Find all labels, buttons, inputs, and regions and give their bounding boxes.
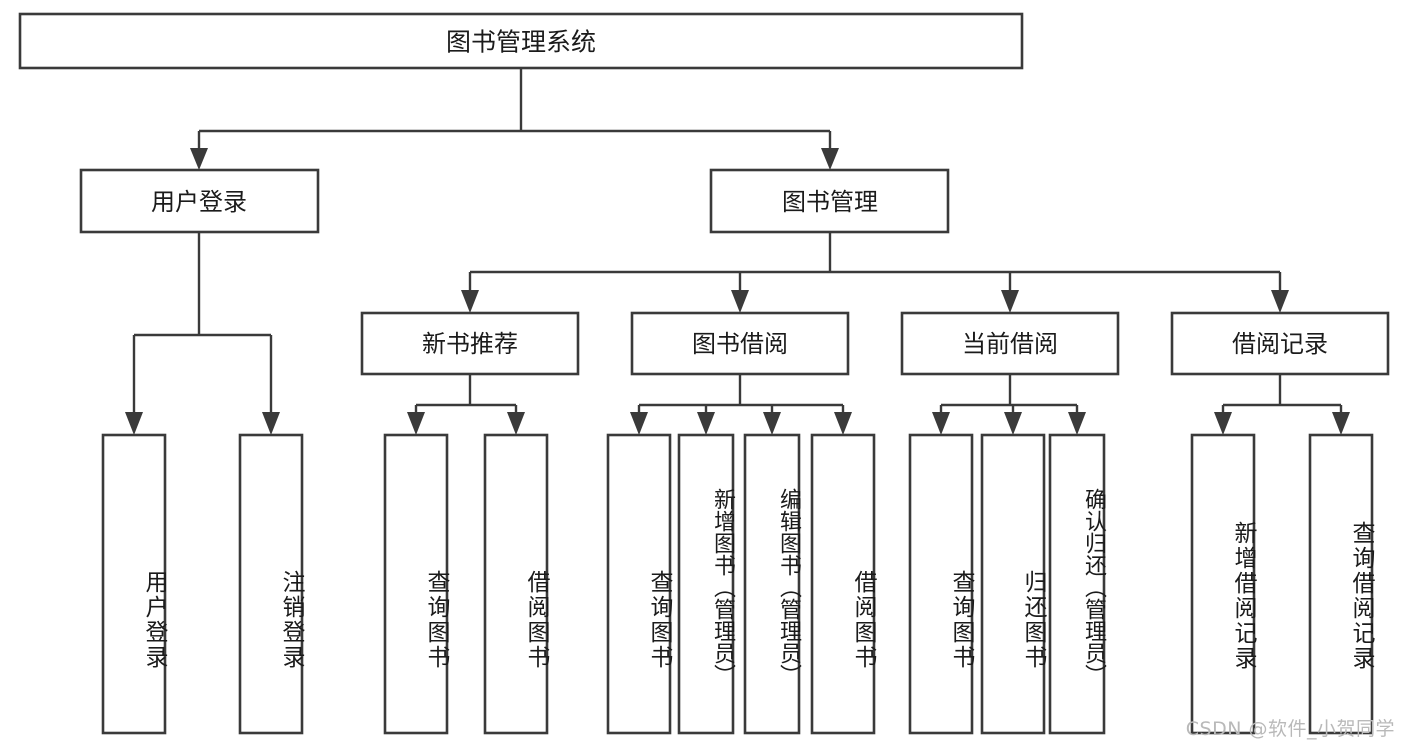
leaf-box-user-login[interactable] [101,433,167,735]
arrowhead-leaf-user-login [125,412,143,435]
leaf-box-rec-query-record[interactable] [1308,433,1374,735]
node-user-login-label: 用户登录 [151,188,247,216]
leaf-box-user-logout[interactable] [238,433,304,735]
connector-group-root [190,68,839,170]
leaf-box-rec-query-book[interactable] [383,433,449,735]
node-book-borrow[interactable]: 图书借阅 [630,311,850,376]
arrowhead-book-borrow [731,290,749,313]
arrowhead-current-borrow [1001,290,1019,313]
node-book-manage[interactable]: 图书管理 [709,168,950,234]
leaf-box-rec-add-record[interactable] [1190,433,1256,735]
leaf-box-borrow-add-book[interactable] [677,433,735,735]
arrowhead-leaf-cur-return-book [1004,412,1022,435]
connector-group-book-manage [461,232,1289,313]
node-new-book-rec-box[interactable] [360,311,580,376]
arrowhead-borrow-record [1271,290,1289,313]
leaf-box-cur-query-book[interactable] [908,433,974,735]
node-book-borrow-box[interactable] [630,311,850,376]
node-root-label: 图书管理系统 [446,28,596,57]
arrowhead-book-manage [821,148,839,170]
leaf-boxes [101,433,1374,735]
node-current-borrow-box[interactable] [900,311,1120,376]
arrowhead-leaf-borrow-add-book [697,412,715,435]
leaf-box-borrow-edit-book[interactable] [743,433,801,735]
leaf-box-borrow-borrow-book[interactable] [810,433,876,735]
arrowhead-leaf-rec-query-book [407,412,425,435]
connector-group-current-borrow [932,374,1086,435]
connector-group-book-borrow [630,374,852,435]
arrowhead-leaf-borrow-edit-book [763,412,781,435]
watermark-text: CSDN @软件_小贺同学 [1185,718,1395,740]
arrowhead-leaf-rec-query-record [1332,412,1350,435]
node-current-borrow[interactable]: 当前借阅 [900,311,1120,376]
arrowhead-leaf-cur-confirm-return [1068,412,1086,435]
arrowhead-leaf-borrow-borrow-book [834,412,852,435]
connector-group-user-login [125,232,280,435]
arrowhead-new-book-rec [461,290,479,313]
node-new-book-rec[interactable]: 新书推荐 [360,311,580,376]
node-book-manage-label: 图书管理 [782,188,878,216]
node-borrow-record-box[interactable] [1170,311,1390,376]
arrowhead-leaf-cur-query-book [932,412,950,435]
connector-group-borrow-record [1214,374,1350,435]
connector-group-new-book-rec [407,374,525,435]
node-borrow-record-label: 借阅记录 [1232,330,1328,358]
node-user-login-box[interactable] [79,168,320,234]
node-borrow-record[interactable]: 借阅记录 [1170,311,1390,376]
leaf-box-borrow-query-book[interactable] [606,433,672,735]
node-root[interactable]: 图书管理系统 [18,12,1024,70]
arrowhead-leaf-rec-add-record [1214,412,1232,435]
node-current-borrow-label: 当前借阅 [962,330,1058,358]
arrowhead-leaf-rec-borrow-book [507,412,525,435]
node-new-book-rec-label: 新书推荐 [422,330,518,358]
node-user-login[interactable]: 用户登录 [79,168,320,234]
arrowhead-leaf-user-logout [262,412,280,435]
leaf-box-cur-confirm-return[interactable] [1048,433,1106,735]
node-root-box[interactable] [18,12,1024,70]
leaf-box-cur-return-book[interactable] [980,433,1046,735]
node-book-borrow-label: 图书借阅 [692,330,788,358]
arrowhead-leaf-borrow-query-book [630,412,648,435]
node-book-manage-box[interactable] [709,168,950,234]
leaf-box-rec-borrow-book[interactable] [483,433,549,735]
arrowhead-user-login [190,148,208,170]
